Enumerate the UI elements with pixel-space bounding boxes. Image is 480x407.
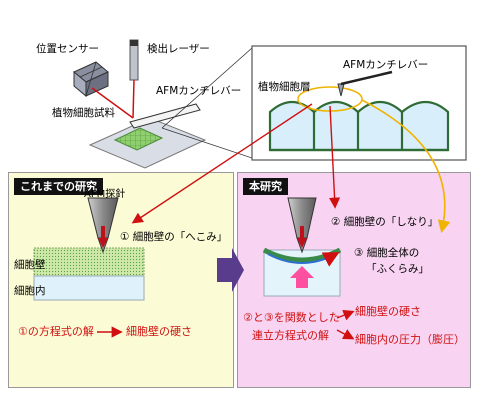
laser-beam <box>132 79 135 119</box>
position-sensor-icon <box>73 61 109 98</box>
cell-layer-inset <box>251 45 467 161</box>
right-probe-diagram <box>262 197 342 297</box>
result-right-1: 細胞壁の硬さ <box>355 305 421 318</box>
reflected-beam <box>91 87 134 119</box>
previous-research-header: これまでの研究 <box>14 178 103 195</box>
plant-cell-sample-label: 植物細胞試料 <box>52 107 115 119</box>
plant-cell-sample-icon <box>113 127 164 151</box>
equation-right-line1: ②と③を関数とした <box>243 311 340 324</box>
this-research-header: 本研究 <box>243 178 288 195</box>
plant-cell-layer-label: 植物細胞層 <box>258 81 311 93</box>
equation-left: ①の方程式の解 <box>18 325 94 338</box>
afm-cantilever-label: AFMカンチレバー <box>156 85 242 97</box>
transition-arrow <box>217 248 244 292</box>
position-sensor-label: 位置センサー <box>36 43 99 55</box>
equation-right-line2: 連立方程式の解 <box>252 329 329 342</box>
indent-label: ① 細胞壁の「へこみ」 <box>120 231 228 243</box>
cell-wall-label: 細胞壁 <box>14 259 46 271</box>
cell-inside-label: 細胞内 <box>14 285 46 297</box>
result-left: 細胞壁の硬さ <box>126 325 192 338</box>
detection-laser-label: 検出レーザー <box>147 43 210 55</box>
laser-unit-icon <box>129 39 139 81</box>
swell-label-line2: 「ふくらみ」 <box>366 263 429 275</box>
orange-arrow <box>361 99 451 234</box>
arrow-to-right-panel <box>328 105 341 209</box>
swell-label-line1: ③ 細胞全体の <box>354 247 420 259</box>
left-probe-diagram <box>33 197 145 301</box>
arrow-to-left-panel <box>131 103 313 224</box>
afm-cantilever-inset-label: AFMカンチレバー <box>343 59 429 71</box>
afm-probe-label: AFM探針 <box>84 189 126 200</box>
flex-label: ② 細胞壁の「しなり」 <box>331 216 439 228</box>
result-right-2: 細胞内の圧力（膨圧） <box>355 333 465 346</box>
